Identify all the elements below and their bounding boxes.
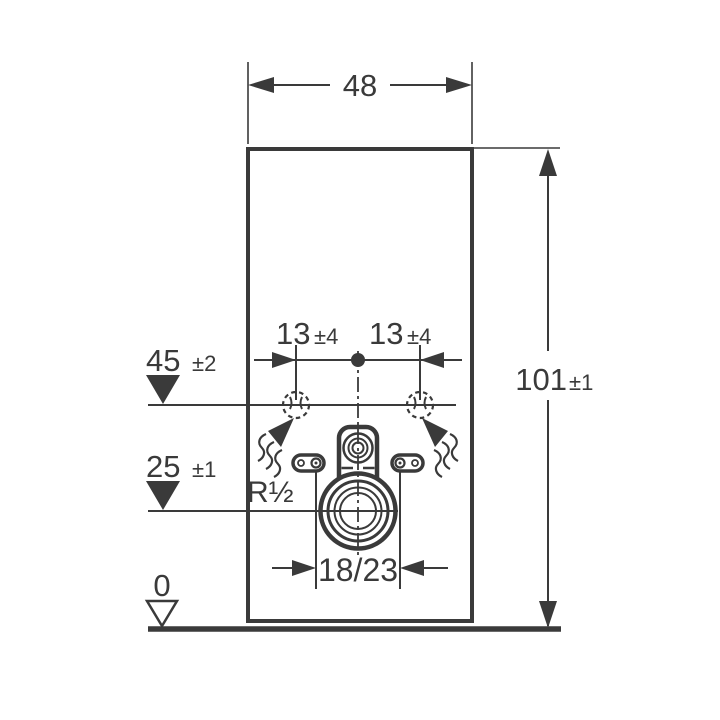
hose-wave bbox=[433, 448, 443, 478]
lug-hole-large bbox=[310, 457, 322, 469]
datum-triangle-icon bbox=[146, 481, 180, 510]
dashed-connection-circle-icon bbox=[405, 390, 435, 420]
flexible-hose-arrow-left-icon bbox=[257, 418, 294, 478]
width-dimension: 48 bbox=[247, 62, 473, 144]
water-supply-zone-left bbox=[257, 390, 311, 478]
offset-left-value: 13 bbox=[276, 316, 310, 351]
lug-hole-small bbox=[411, 459, 419, 467]
drain-level-dimension: 25 ±1 bbox=[146, 449, 398, 512]
height-tolerance: ±1 bbox=[569, 370, 593, 395]
supply-level-dimension: 45 ±2 bbox=[146, 343, 456, 406]
drain-outlet bbox=[318, 471, 398, 551]
arrow-down-icon bbox=[539, 601, 557, 628]
hose-wave bbox=[257, 432, 267, 462]
dashed-connection-circle-icon bbox=[281, 390, 311, 420]
supply-level-value: 45 bbox=[146, 343, 180, 378]
arrow-right-icon bbox=[272, 352, 296, 368]
offset-right-tolerance: ±4 bbox=[407, 324, 431, 349]
arrow-right-icon bbox=[446, 77, 472, 93]
datum-triangle-icon bbox=[146, 375, 180, 404]
offset-left-tolerance: ±4 bbox=[314, 324, 338, 349]
arrow-up-icon bbox=[539, 149, 557, 176]
flexible-hose-arrow-right-icon bbox=[422, 418, 459, 478]
water-supply-zone-right bbox=[405, 390, 459, 478]
offset-right-value: 13 bbox=[369, 316, 403, 351]
lug-hole-dot bbox=[398, 461, 402, 465]
fixing-lug-left bbox=[291, 453, 326, 589]
drain-offset-value: 18/23 bbox=[318, 552, 398, 588]
hose-arrowhead bbox=[268, 418, 294, 447]
hose-end-squiggle bbox=[423, 396, 427, 410]
height-value: 101 bbox=[515, 362, 567, 397]
hose-wave bbox=[441, 440, 451, 470]
floor-datum: 0 bbox=[144, 568, 180, 629]
arrow-right-icon bbox=[292, 560, 316, 576]
arrow-left-icon bbox=[420, 352, 444, 368]
lug-hole-small bbox=[297, 459, 305, 467]
drain-level-value: 25 bbox=[146, 449, 180, 484]
floor-level-value: 0 bbox=[153, 568, 170, 603]
open-datum-triangle-icon bbox=[144, 599, 180, 629]
lug-hole-dot bbox=[314, 461, 318, 465]
height-dimension: 101 ±1 bbox=[474, 147, 593, 628]
arrow-left-icon bbox=[248, 77, 274, 93]
drain-level-tolerance: ±1 bbox=[192, 457, 216, 482]
supply-level-tolerance: ±2 bbox=[192, 351, 216, 376]
hose-wave bbox=[265, 440, 275, 470]
hose-end-squiggle bbox=[289, 396, 293, 410]
arrow-left-icon bbox=[400, 560, 424, 576]
lug-hole-large bbox=[394, 457, 406, 469]
width-value: 48 bbox=[343, 68, 377, 103]
hose-arrowhead bbox=[422, 418, 448, 447]
hose-end-squiggle bbox=[413, 396, 417, 410]
hose-wave bbox=[449, 432, 459, 462]
thread-size-label: R½ bbox=[247, 476, 294, 509]
hose-end-squiggle bbox=[299, 396, 303, 410]
fixing-lug-right bbox=[390, 453, 425, 589]
hose-wave bbox=[273, 448, 283, 478]
drain-offset-dimension: 18/23 bbox=[272, 552, 448, 588]
